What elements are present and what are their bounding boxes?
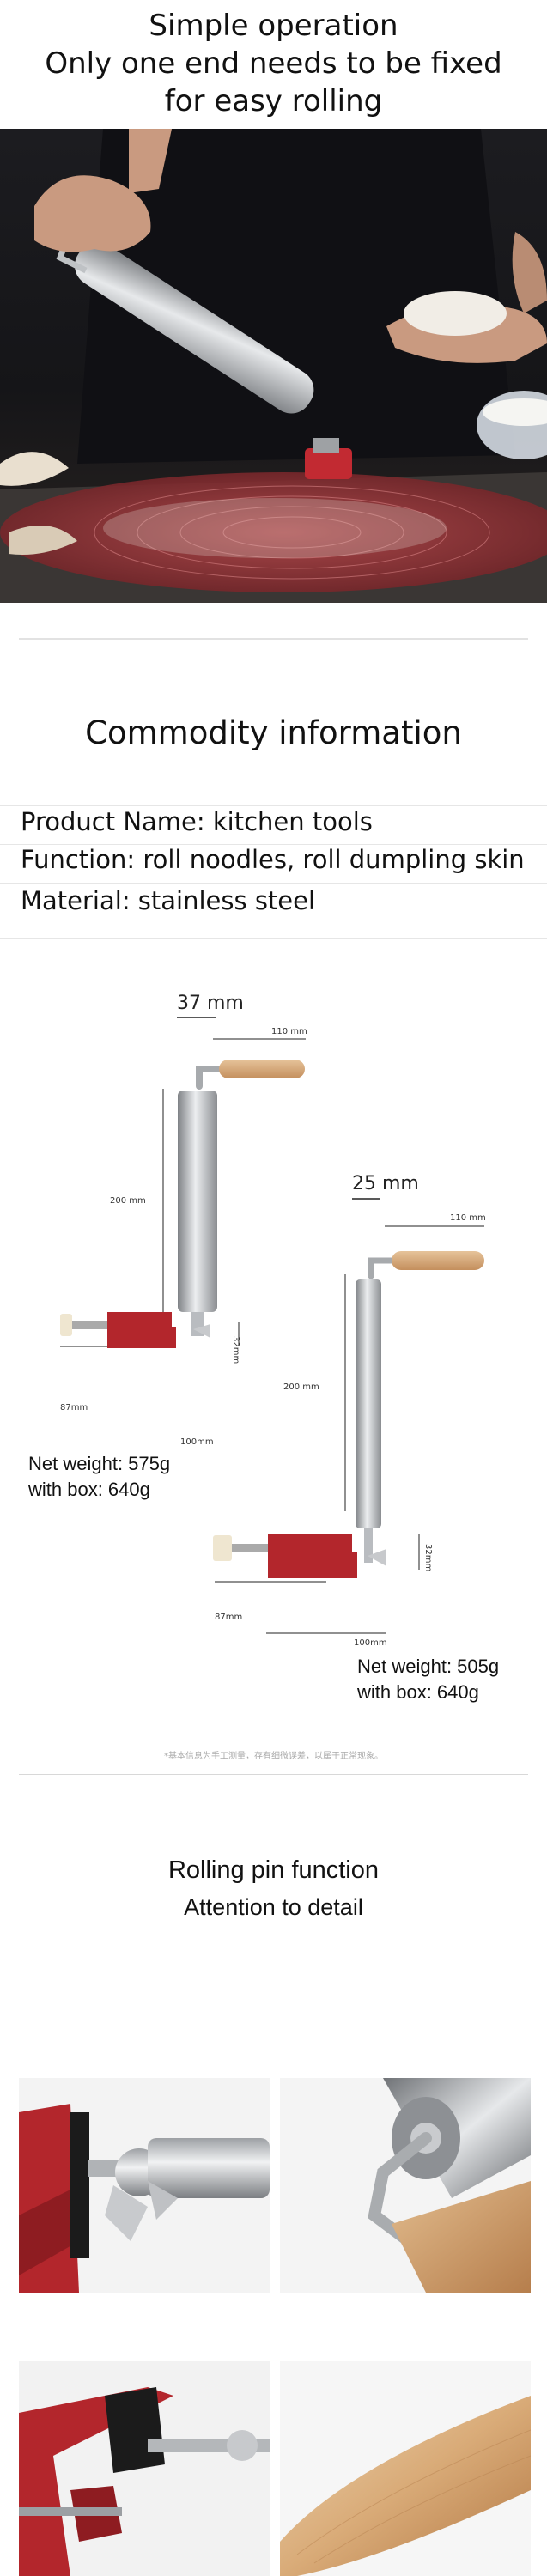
large-pin-box-weight: with box: 640g <box>28 1479 150 1500</box>
small-pin-diagram <box>0 1175 547 1656</box>
large-pin-clamp-width: 87mm <box>60 1403 88 1413</box>
large-pin-handle-length: 110 mm <box>271 1027 307 1036</box>
section-divider-2 <box>19 1774 528 1775</box>
large-pin-weight: Net weight: 575g with box: 640g <box>28 1451 170 1503</box>
info-rule <box>0 805 547 806</box>
info-rule <box>0 844 547 845</box>
hero-title-line-3: for easy rolling <box>164 84 383 118</box>
detail-photo-red-clamp <box>19 2361 270 2576</box>
small-pin-handle-length: 110 mm <box>450 1213 486 1223</box>
large-pin-diameter: 37 mm <box>177 993 244 1014</box>
info-rule <box>0 883 547 884</box>
function-title: Rolling pin function <box>167 1856 380 1884</box>
small-pin-clamp-height: 32mm <box>423 1544 433 1572</box>
large-pin-base-length: 100mm <box>180 1437 214 1447</box>
commodity-heading: Commodity information <box>85 714 462 751</box>
info-product-name: Product Name: kitchen tools <box>21 807 373 836</box>
function-subtitle: Attention to detail <box>184 1894 363 1920</box>
hero-title-line-2: Only one end needs to be fixed <box>45 46 502 81</box>
section-divider-1 <box>19 638 528 640</box>
small-pin-clamp-width: 87mm <box>215 1613 243 1622</box>
large-pin-diagram <box>0 987 547 1348</box>
small-pin-weight: Net weight: 505g with box: 640g <box>357 1654 499 1705</box>
large-pin-net-weight: Net weight: 575g <box>28 1453 171 1474</box>
info-rule <box>0 938 547 939</box>
hero-photo-rolling-dough <box>0 129 547 603</box>
small-pin-box-weight: with box: 640g <box>357 1681 479 1703</box>
info-function: Function: roll noodles, roll dumpling sk… <box>21 845 525 874</box>
small-pin-net-weight: Net weight: 505g <box>357 1656 500 1677</box>
large-pin-body-length: 200 mm <box>110 1196 146 1206</box>
small-pin-diameter: 25 mm <box>352 1173 419 1194</box>
detail-photo-clamp-wingnut <box>19 2078 270 2293</box>
small-pin-body-length: 200 mm <box>283 1382 319 1392</box>
small-pin-base-length: 100mm <box>354 1638 387 1648</box>
info-material: Material: stainless steel <box>21 886 316 915</box>
detail-photo-crank-handle <box>280 2078 531 2293</box>
detail-photo-wood-handle <box>280 2361 531 2576</box>
measurement-footnote: *基本信息为手工测量，存有细微误差，以属于正常现象。 <box>164 1752 383 1761</box>
hero-title-line-1: Simple operation <box>149 9 398 43</box>
hero-title: Simple operation Only one end needs to b… <box>0 7 547 120</box>
